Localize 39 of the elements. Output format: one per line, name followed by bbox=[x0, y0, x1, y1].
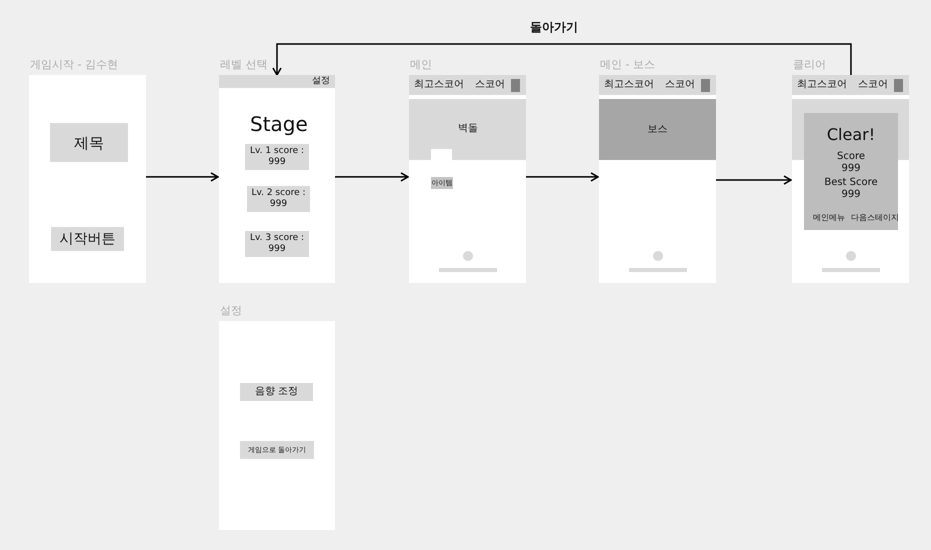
score-text: Score 999 bbox=[836, 151, 866, 174]
top-bar bbox=[599, 75, 716, 95]
score-label: 스코어 bbox=[475, 79, 505, 90]
edge-label: 돌아가기 bbox=[530, 21, 578, 35]
level-button: Lv. 2 score : 999 bbox=[247, 186, 310, 212]
result-title: Clear! bbox=[826, 126, 876, 144]
brick-area bbox=[409, 99, 526, 160]
screen-title: 메인 bbox=[410, 59, 432, 72]
best-score-label: 최고스코어 bbox=[797, 79, 847, 90]
level-button: Lv. 1 score : 999 bbox=[245, 144, 309, 170]
next-stage-link: 다음스테이지 bbox=[851, 213, 899, 222]
best-score-label: 최고스코어 bbox=[604, 79, 654, 90]
result-panel bbox=[804, 113, 898, 230]
top-bar bbox=[792, 75, 909, 95]
best-score-label: 최고스코어 bbox=[414, 79, 464, 90]
arrow bbox=[716, 175, 792, 185]
screen-title: 메인 - 보스 bbox=[600, 59, 655, 72]
top-bar bbox=[409, 75, 526, 95]
level-button: Lv. 3 score : 999 bbox=[245, 231, 309, 257]
arrow bbox=[335, 172, 409, 182]
heading-text: Stage bbox=[250, 113, 308, 136]
start-button: 시작버튼 bbox=[51, 227, 124, 251]
menu-link: 메인메뉴 bbox=[813, 213, 845, 222]
score-label: 스코어 bbox=[858, 79, 888, 90]
boss-area: 보스 bbox=[599, 99, 716, 160]
brick-label: 벽돌 bbox=[458, 123, 478, 134]
screen-title: 레벨 선택 bbox=[220, 59, 268, 72]
settings-button: 음향 조정 bbox=[240, 383, 313, 401]
arrow bbox=[146, 172, 219, 182]
settings-label: 설정 bbox=[312, 76, 330, 86]
screen-title: 게임시작 - 김수현 bbox=[30, 59, 118, 72]
arrow bbox=[272, 43, 852, 76]
screen-title: 설정 bbox=[220, 305, 242, 318]
screen-title: 클리어 bbox=[793, 59, 826, 72]
top-bar bbox=[219, 75, 335, 88]
best-score-text: Best Score 999 bbox=[823, 177, 879, 200]
arrow bbox=[526, 172, 599, 182]
score-label: 스코어 bbox=[665, 79, 695, 90]
title-box: 제목 bbox=[50, 123, 128, 162]
